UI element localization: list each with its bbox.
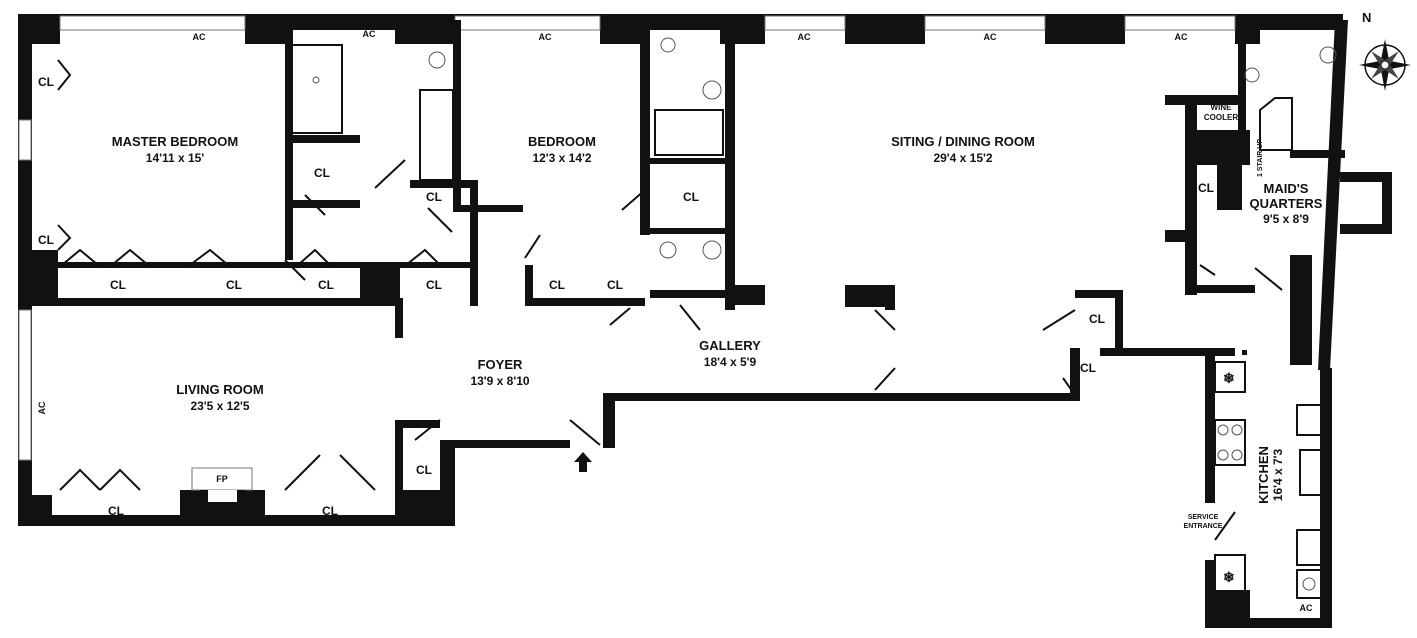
closet-label: CL [226, 278, 242, 292]
room-dimensions: 23'5 x 12'5 [190, 399, 249, 413]
room-dimensions: 29'4 x 15'2 [933, 151, 992, 165]
room-bedroom: BEDROOM 12'3 x 14'2 [528, 134, 596, 165]
freezer-icon: ❄ [1223, 569, 1235, 585]
room-name: MAID'S [1264, 181, 1309, 196]
closet-label: CL [607, 278, 623, 292]
refrigerator-icon: ❄ [1223, 370, 1235, 386]
electrical-closet-label: ELECTR.CL [1305, 312, 1312, 352]
room-name: QUARTERS [1250, 196, 1323, 211]
closet-label: CL [314, 166, 330, 180]
wine-cooler-label: WINE [1211, 103, 1233, 112]
ac-label: AC [984, 32, 997, 42]
closet-label: CL [1089, 312, 1105, 326]
room-gallery: GALLERY 18'4 x 5'9 [699, 338, 761, 369]
room-name: MASTER BEDROOM [112, 134, 238, 149]
service-entrance-label: ENTRANCE [1184, 523, 1223, 530]
closet-label: CL [683, 190, 699, 204]
room-living-room: LIVING ROOM 23'5 x 12'5 [176, 382, 263, 413]
stair-label: 1 STAIR UP [1257, 139, 1264, 177]
room-sitting-dining: SITING / DINING ROOM 29'4 x 15'2 [891, 134, 1035, 165]
service-entrance-label: SERVICE [1188, 514, 1219, 521]
room-dimensions: 9'5 x 8'9 [1263, 212, 1309, 226]
room-dimensions: 18'4 x 5'9 [704, 355, 757, 369]
room-dimensions: 16'4 x 7'3 [1271, 448, 1285, 501]
kitchen-appliances: ❄ ❄ [1214, 361, 1323, 599]
ac-label: AC [363, 29, 376, 39]
room-name: KITCHEN [1256, 446, 1271, 504]
room-kitchen: KITCHEN 16'4 x 7'3 [1256, 446, 1285, 504]
fireplace [191, 467, 253, 512]
ac-label: AC [37, 401, 47, 414]
closet-label: CL [108, 504, 124, 518]
room-dimensions: 14'11 x 15' [146, 151, 205, 165]
closet-label: CL [318, 278, 334, 292]
room-maids-quarters: MAID'S QUARTERS 9'5 x 8'9 [1250, 181, 1323, 226]
room-master-bedroom: MASTER BEDROOM 14'11 x 15' [112, 134, 238, 165]
room-name: LIVING ROOM [176, 382, 263, 397]
ac-label: AC [1175, 32, 1188, 42]
closet-label: CL [110, 278, 126, 292]
closet-labels: CL CL CL CL CL CL CL CL CL CL CL CL CL C… [38, 75, 1240, 518]
room-dimensions: 12'3 x 14'2 [532, 151, 591, 165]
closet-label: CL [426, 190, 442, 204]
closet-label: CL [38, 233, 54, 247]
closet-label: CL [1198, 181, 1214, 195]
closet-label: CL [38, 75, 54, 89]
room-dimensions: 13'9 x 8'10 [470, 374, 529, 388]
entrance-arrow-icon [574, 452, 592, 472]
compass-icon [1359, 39, 1411, 91]
room-foyer: FOYER 13'9 x 8'10 [470, 357, 529, 388]
closet-label: CL [1224, 142, 1240, 156]
compass-north-label: N [1362, 10, 1371, 25]
closet-label: CL [1080, 361, 1096, 375]
closet-label: CL [549, 278, 565, 292]
wine-cooler-label: COOLER [1204, 113, 1238, 122]
closet-label: CL [416, 463, 432, 477]
room-name: SITING / DINING ROOM [891, 134, 1035, 149]
ac-label: AC [1300, 603, 1313, 613]
ac-label: AC [798, 32, 811, 42]
interior-walls [18, 20, 1345, 520]
ac-labels: AC AC AC AC AC AC AC AC [37, 29, 1313, 613]
fireplace-label: FP [216, 474, 228, 484]
doors [57, 59, 1283, 541]
closet-label: CL [322, 504, 338, 518]
windows [18, 15, 1236, 461]
bathroom-fixtures [291, 37, 1337, 260]
ac-label: AC [539, 32, 552, 42]
ac-label: AC [193, 32, 206, 42]
room-name: BEDROOM [528, 134, 596, 149]
room-name: FOYER [478, 357, 523, 372]
room-name: GALLERY [699, 338, 761, 353]
closet-label: CL [426, 278, 442, 292]
